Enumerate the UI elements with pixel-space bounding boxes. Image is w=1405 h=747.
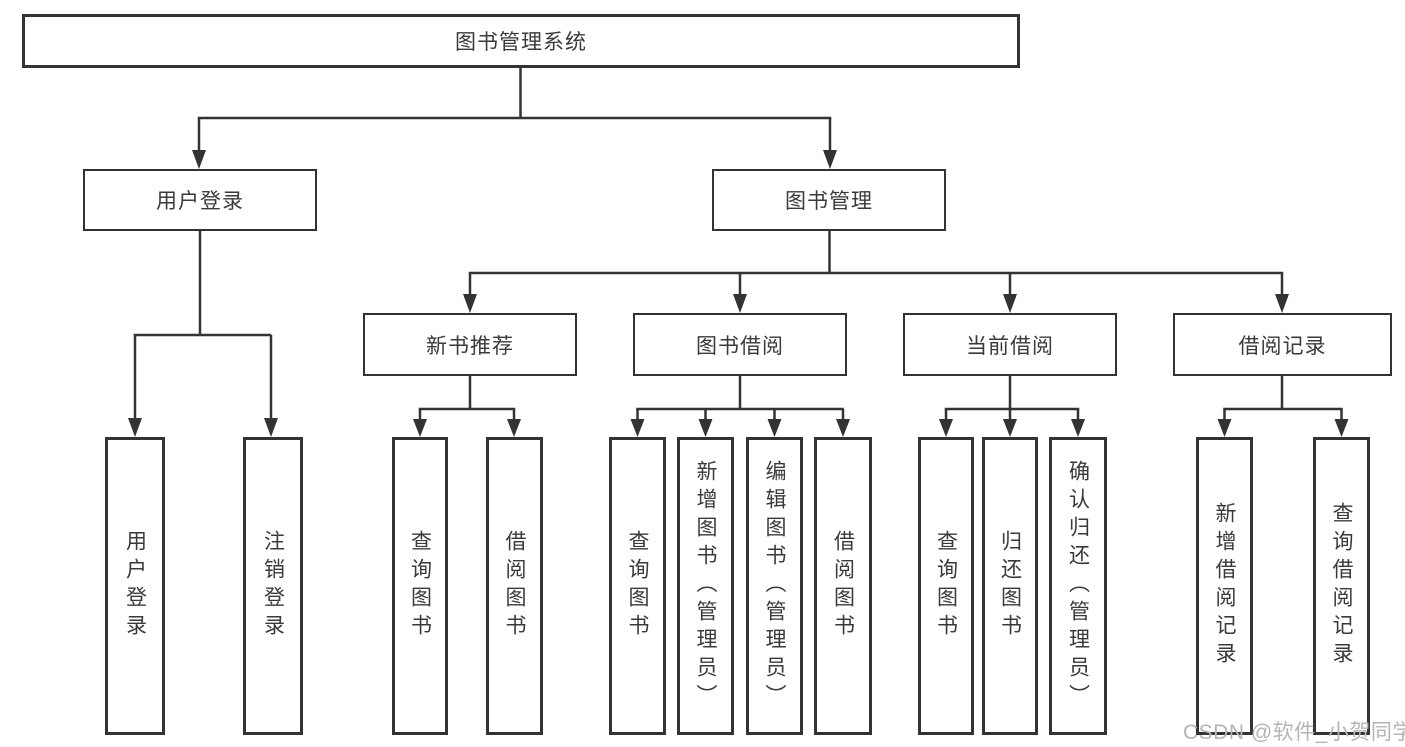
node-root-library-system: 图书管理系统 (22, 14, 1020, 68)
node-label: 用户登录 (123, 530, 147, 642)
node-current-borrowing: 当前借阅 (903, 313, 1117, 376)
leaf-confirm-return-admin: 确认归还（管理员） (1049, 437, 1107, 735)
node-label: 归还图书 (998, 530, 1022, 642)
node-label: 新书推荐 (426, 334, 514, 358)
node-label: 注销登录 (261, 530, 285, 642)
leaf-query-borrow-record: 查询借阅记录 (1313, 437, 1370, 735)
node-label: 借阅图书 (831, 530, 855, 642)
leaf-return-books: 归还图书 (982, 437, 1038, 735)
node-label: 当前借阅 (966, 334, 1054, 358)
leaf-edit-books-admin: 编辑图书（管理员） (746, 437, 803, 735)
node-label: 编辑图书（管理员） (763, 460, 786, 712)
node-label: 查询图书 (408, 530, 432, 642)
node-label: 查询图书 (934, 530, 958, 642)
node-label: 借阅图书 (503, 530, 526, 642)
node-book-borrowing: 图书借阅 (633, 313, 847, 376)
leaf-query-books-current: 查询图书 (918, 437, 974, 735)
leaf-borrow-books-recommend: 借阅图书 (486, 437, 543, 735)
node-new-book-recommendation: 新书推荐 (363, 313, 577, 376)
node-label: 借阅记录 (1238, 334, 1327, 358)
node-borrowing-records: 借阅记录 (1173, 313, 1392, 376)
node-label: 查询借阅记录 (1330, 502, 1353, 670)
node-label: 用户登录 (156, 190, 244, 213)
node-user-login-branch: 用户登录 (83, 169, 317, 231)
leaf-add-books-admin: 新增图书（管理员） (677, 437, 734, 735)
leaf-add-borrow-record: 新增借阅记录 (1196, 437, 1253, 735)
node-label: 新增借阅记录 (1213, 502, 1236, 670)
node-label: 图书管理 (785, 190, 873, 213)
node-label: 图书借阅 (696, 334, 784, 358)
node-label: 图书管理系统 (455, 31, 587, 54)
node-label: 确认归还（管理员） (1066, 460, 1090, 712)
leaf-query-books-borrowing: 查询图书 (609, 437, 666, 735)
leaf-borrow-books: 借阅图书 (814, 437, 872, 735)
node-label: 查询图书 (626, 530, 649, 642)
leaf-logout: 注销登录 (243, 437, 303, 735)
leaf-query-books-recommend: 查询图书 (392, 437, 448, 735)
node-label: 新增图书（管理员） (694, 460, 717, 712)
csdn-watermark: CSDN @软件_小贺同学 (1183, 721, 1405, 744)
leaf-user-login: 用户登录 (105, 437, 165, 735)
node-book-management-branch: 图书管理 (712, 169, 946, 231)
